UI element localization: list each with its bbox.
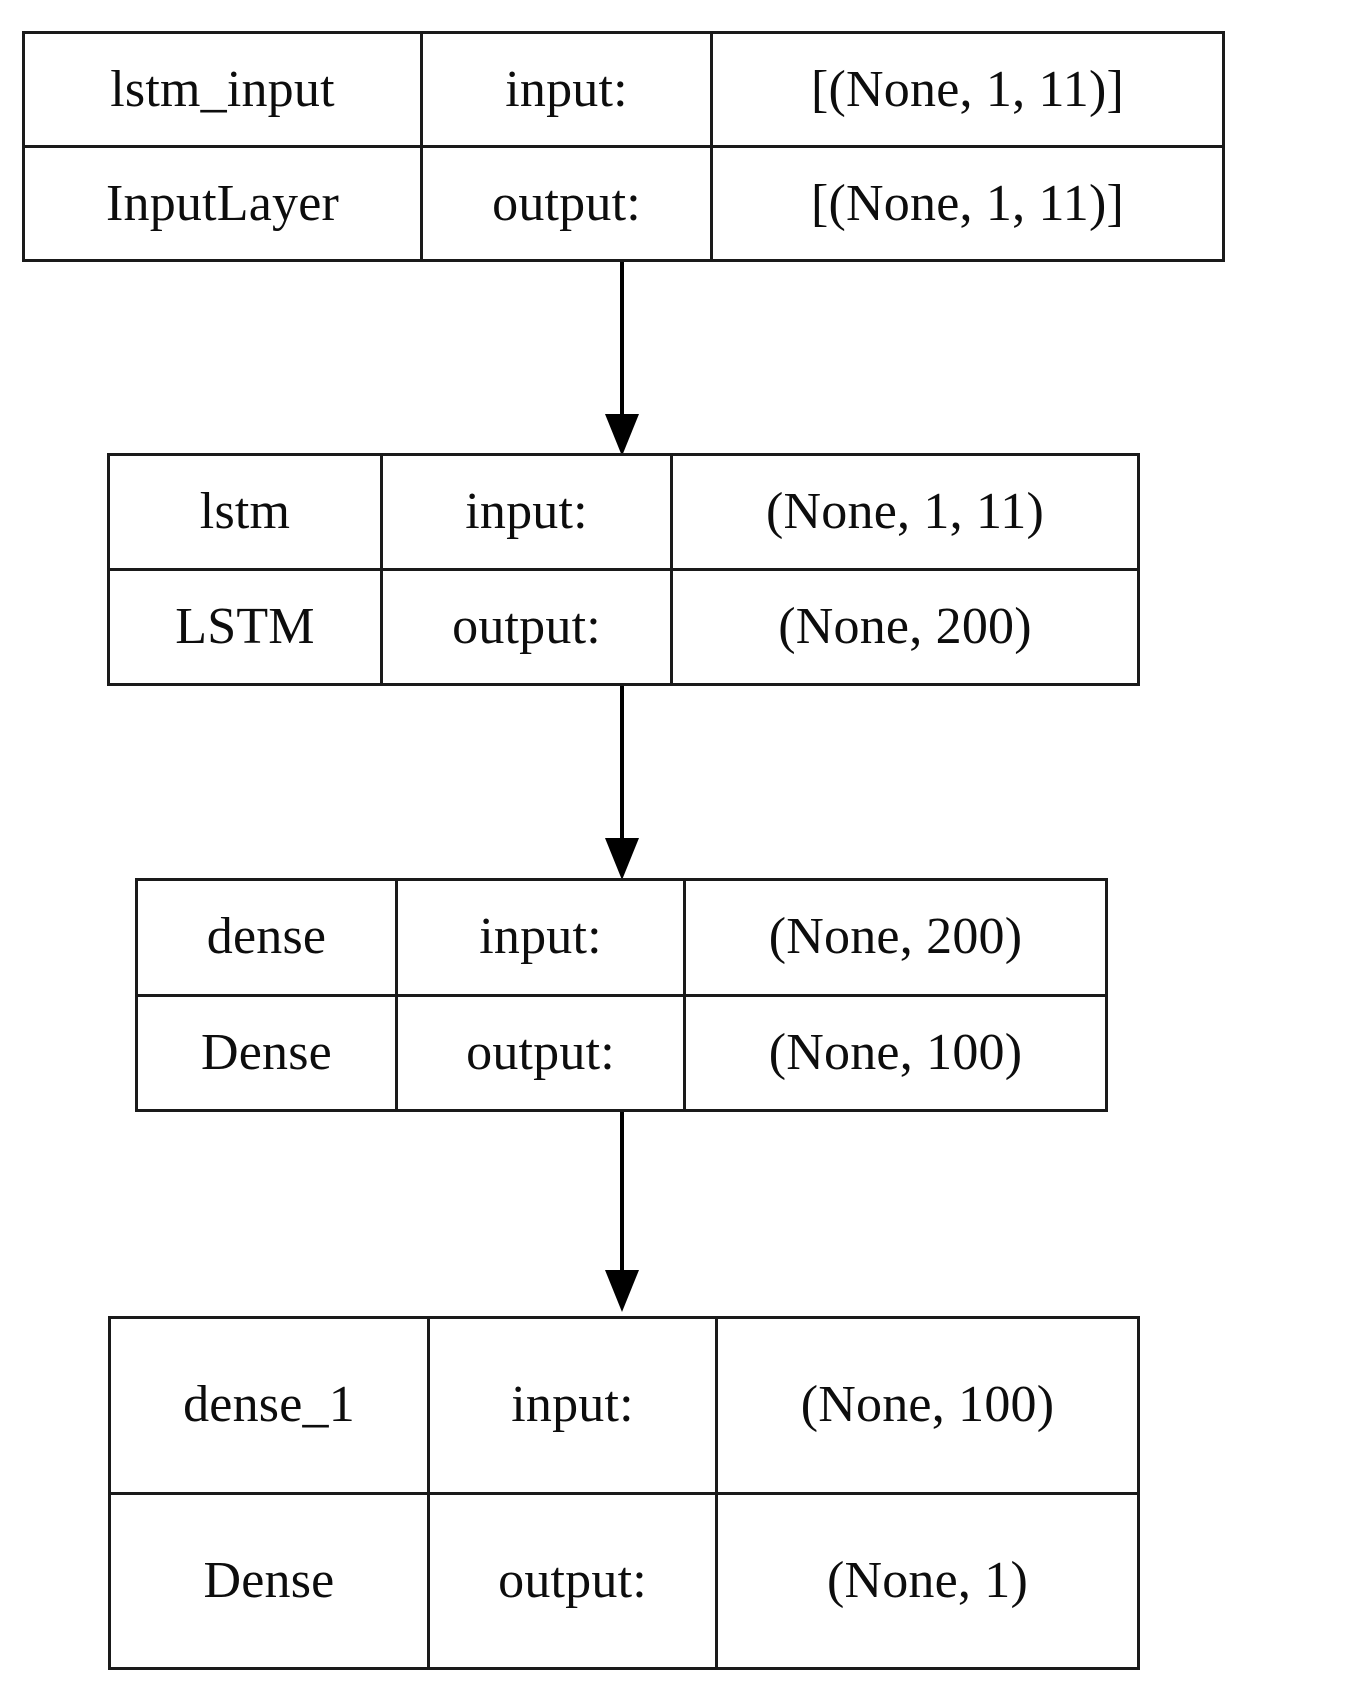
edge-stem (620, 686, 624, 846)
shape-input: (None, 200) (768, 908, 1023, 966)
shape-output: (None, 200) (778, 598, 1032, 655)
layer-type: InputLayer (25, 148, 423, 259)
edge-stem (620, 262, 624, 422)
layer-node-lstm_input[interactable]: lstm_input input: [(None, 1, 11)] InputL… (22, 31, 1225, 262)
layer-node-dense[interactable]: dense input: (None, 200) Dense output: (… (135, 878, 1108, 1112)
layer-node-lstm[interactable]: lstm input: (None, 1, 11) LSTM output: (… (107, 453, 1140, 686)
shape-output: [(None, 1, 11)] (811, 174, 1124, 232)
io-label-input: input: (383, 456, 673, 568)
layer-name: lstm_input (25, 34, 423, 145)
shape-input: (None, 100) (800, 1376, 1055, 1434)
layer-node-dense_1[interactable]: dense_1 input: (None, 100) Dense output:… (108, 1316, 1140, 1670)
io-label-output: output: (423, 148, 713, 259)
layer-row-input: lstm input: (None, 1, 11) (110, 456, 1137, 571)
io-label-input: input: (398, 881, 686, 994)
layer-row-output: LSTM output: (None, 200) (110, 571, 1137, 683)
layer-type: Dense (138, 996, 398, 1109)
layer-row-input: dense_1 input: (None, 100) (111, 1319, 1137, 1495)
edge-stem (620, 1112, 624, 1278)
layer-name: dense_1 (111, 1319, 430, 1492)
shape-output: (None, 1) (826, 1551, 1029, 1609)
layer-name: lstm (110, 456, 383, 568)
arrowhead-icon (605, 414, 639, 456)
layer-row-input: lstm_input input: [(None, 1, 11)] (25, 34, 1222, 148)
io-label-input: input: (423, 34, 713, 145)
arrowhead-icon (605, 838, 639, 880)
layer-type: Dense (111, 1494, 430, 1667)
shape-input: [(None, 1, 11)] (811, 60, 1124, 118)
io-label-output: output: (383, 571, 673, 683)
io-label-output: output: (398, 996, 686, 1109)
layer-type: LSTM (110, 571, 383, 683)
shape-output: (None, 100) (768, 1023, 1023, 1081)
layer-row-output: Dense output: (None, 100) (138, 996, 1105, 1109)
io-label-output: output: (430, 1494, 718, 1667)
io-label-input: input: (430, 1319, 718, 1492)
shape-input: (None, 1, 11) (766, 483, 1044, 540)
layer-row-input: dense input: (None, 200) (138, 881, 1105, 997)
layer-row-output: InputLayer output: [(None, 1, 11)] (25, 148, 1222, 259)
layer-row-output: Dense output: (None, 1) (111, 1494, 1137, 1667)
layer-name: dense (138, 881, 398, 994)
arrowhead-icon (605, 1270, 639, 1312)
